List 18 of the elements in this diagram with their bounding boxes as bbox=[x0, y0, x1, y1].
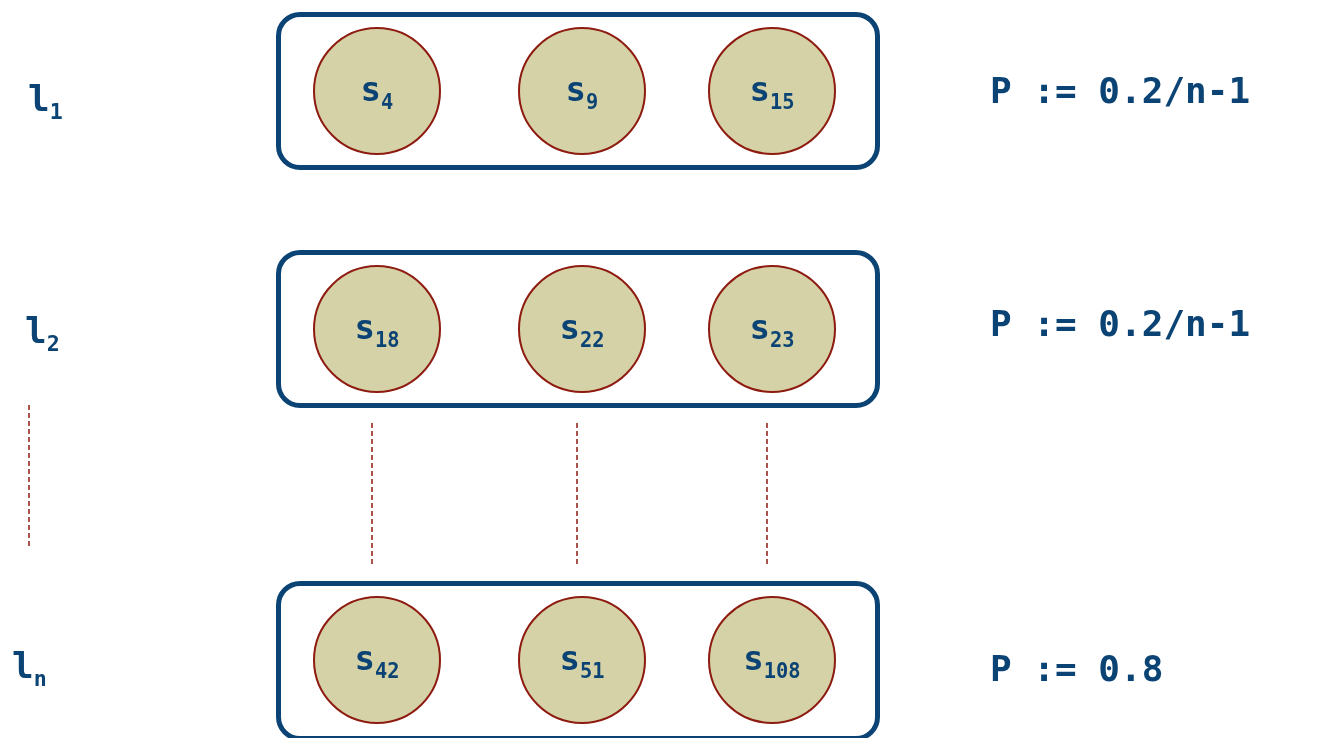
state-label: s$_{15}$ bbox=[749, 68, 795, 114]
state-label: s$_{42}$ bbox=[354, 637, 400, 683]
level-label: l$_{1}$ bbox=[28, 78, 63, 125]
probability-label: P := 0.8 bbox=[990, 648, 1164, 689]
group-box bbox=[276, 250, 880, 408]
group-box bbox=[276, 12, 880, 170]
level-label: l$_{2}$ bbox=[25, 310, 60, 357]
state-label: s$_{18}$ bbox=[354, 306, 400, 352]
group-box bbox=[276, 581, 880, 738]
state-label: s$_{4}$ bbox=[360, 68, 394, 114]
state-label: s$_{22}$ bbox=[559, 306, 605, 352]
level-label: l$_{n}$ bbox=[12, 645, 47, 692]
state-label: s$_{51}$ bbox=[559, 637, 605, 683]
state-label: s$_{23}$ bbox=[749, 306, 795, 352]
state-label: s$_{9}$ bbox=[565, 68, 599, 114]
probability-label: P := 0.2/n-1 bbox=[990, 303, 1251, 344]
state-label: s$_{108}$ bbox=[743, 637, 801, 683]
probability-label: P := 0.2/n-1 bbox=[990, 70, 1251, 111]
